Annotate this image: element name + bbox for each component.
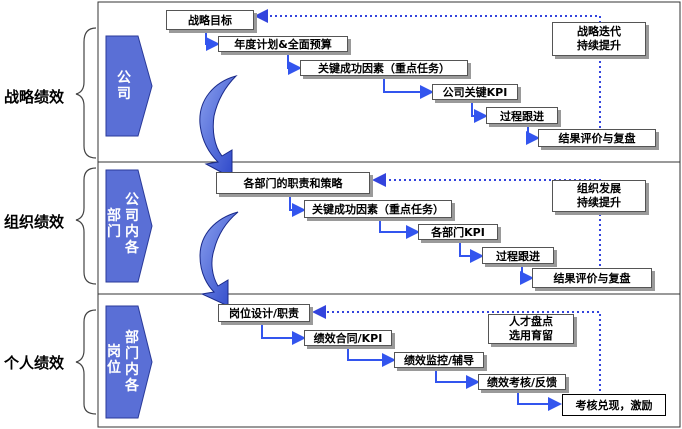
step-result-evaluation: 结果评价与复盘	[538, 129, 656, 147]
step-arrow-icon	[289, 194, 306, 217]
step-dept-key-success-factors: 关键成功因素（重点任务）	[304, 200, 452, 218]
label-strategic-performance: 战略绩效	[4, 88, 65, 106]
step-arrow-icon	[379, 218, 420, 239]
step-arrow-icon	[261, 322, 306, 345]
chevron-arrow-icon	[105, 169, 153, 283]
note-strategy-iteration: 战略迭代持续提升	[552, 22, 646, 56]
label-individual-performance: 个人绩效	[4, 354, 65, 372]
step-process-followup: 过程跟进	[486, 107, 558, 124]
chevron-arrow-icon	[105, 305, 153, 419]
step-annual-plan-budget: 年度计划&全面预算	[218, 36, 348, 52]
step-performance-contract: 绩效合同/KPI	[304, 330, 392, 346]
step-arrow-icon	[471, 100, 488, 123]
brace-icon	[75, 167, 97, 285]
chevron-label-post-col1: 岗位	[107, 344, 121, 376]
step-dept-result-evaluation: 结果评价与复盘	[532, 268, 652, 288]
step-arrow-icon	[517, 390, 562, 411]
brace-icon	[75, 309, 97, 415]
step-dept-duties-strategy: 各部门的职责和策略	[216, 172, 370, 194]
chevron-label-dept-col2: 公司内各	[125, 192, 139, 256]
brace-icon	[75, 27, 97, 159]
label-organization-performance: 组织绩效	[4, 213, 65, 231]
step-company-kpi: 公司关键KPI	[432, 84, 518, 100]
step-arrow-icon	[287, 52, 302, 75]
step-arrow-icon	[205, 30, 220, 51]
note-talent-review: 人才盘点选用育留	[488, 314, 574, 344]
step-key-success-factors: 关键成功因素（重点任务）	[300, 60, 468, 76]
step-strategic-goal: 战略目标	[166, 10, 254, 30]
step-dept-kpi: 各部门KPI	[418, 224, 498, 240]
dashed-feedback-arrow-icon	[254, 9, 601, 128]
chevron-label-dept-col1: 部门	[107, 208, 121, 240]
step-arrow-icon	[435, 368, 480, 389]
note-org-development: 组织发展持续提升	[552, 180, 646, 212]
main-panel	[97, 1, 681, 428]
step-arrow-icon	[459, 240, 484, 263]
step-arrow-icon	[520, 264, 534, 285]
step-performance-review: 绩效考核/反馈	[478, 374, 566, 390]
chevron-arrow-icon	[105, 35, 153, 137]
final-reward-incentive: 考核兑现，激励	[562, 394, 666, 416]
chevron-label-company: 公司	[117, 70, 131, 102]
step-performance-monitoring: 绩效监控/辅导	[394, 352, 484, 368]
step-arrow-icon	[526, 124, 540, 145]
step-post-design-duties: 岗位设计/职责	[218, 304, 310, 322]
chevron-label-post-col2: 部门内各	[125, 330, 139, 394]
step-arrow-icon	[383, 76, 434, 99]
curved-arrow-icon	[199, 211, 239, 307]
step-arrow-icon	[347, 346, 396, 367]
step-dept-process-followup: 过程跟进	[482, 247, 554, 264]
curved-arrow-icon	[199, 75, 238, 179]
